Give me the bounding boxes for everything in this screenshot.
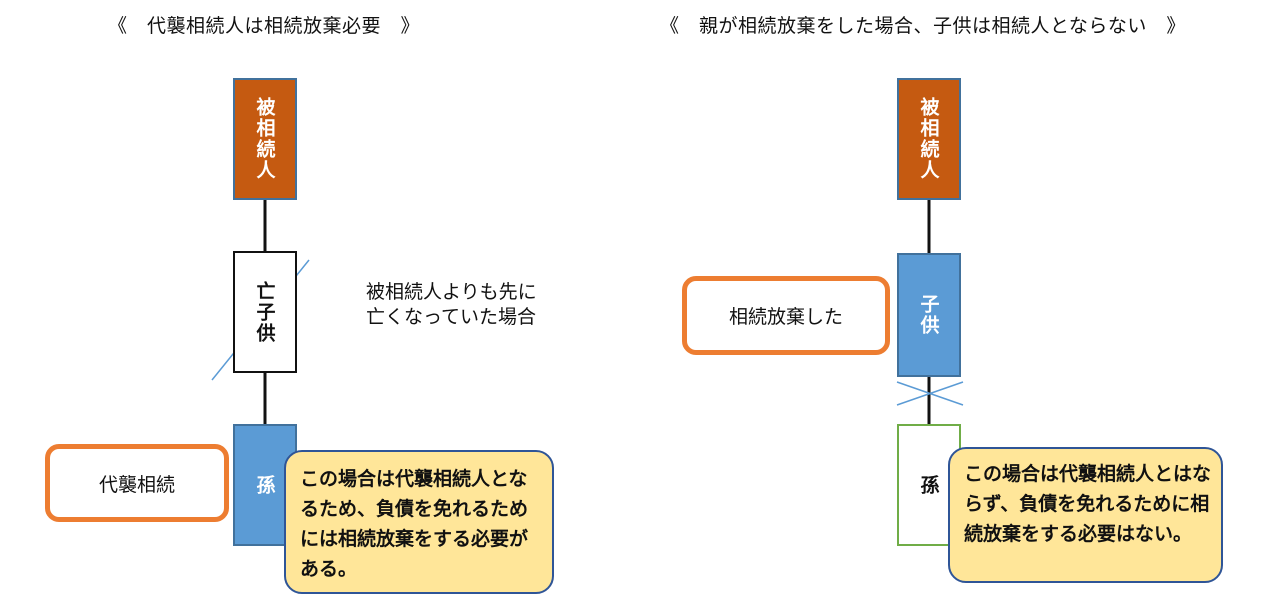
right-grandchild-label: 孫 bbox=[917, 474, 940, 496]
right-decedent-label: 被相続人 bbox=[917, 97, 940, 181]
left-daishu-label-box: 代襲相続 bbox=[45, 444, 229, 522]
left-grandchild-label: 孫 bbox=[253, 474, 276, 496]
left-note: この場合は代襲相続人となるため、負債を免れるためには相続放棄をする必要がある。 bbox=[284, 450, 554, 594]
left-decedent-box: 被相続人 bbox=[233, 78, 297, 200]
right-renounced-label-box: 相続放棄した bbox=[682, 276, 890, 355]
right-note: この場合は代襲相続人とはならず、負債を免れるために相続放棄をする必要はない。 bbox=[948, 447, 1223, 583]
left-daishu-label: 代襲相続 bbox=[98, 473, 175, 496]
left-deceased-note: 被相続人よりも先に 亡くなっていた場合 bbox=[366, 281, 537, 328]
right-title: 《 親が相続放棄をした場合、子供は相続人とならない 》 bbox=[660, 15, 1186, 37]
left-deceased-child-label: 亡子供 bbox=[253, 280, 276, 344]
left-title: 《 代襲相続人は相続放棄必要 》 bbox=[108, 15, 421, 37]
right-cross-line-b bbox=[896, 381, 964, 406]
right-child-box: 子供 bbox=[897, 253, 961, 377]
right-decedent-box: 被相続人 bbox=[897, 78, 961, 200]
right-child-label: 子供 bbox=[917, 294, 940, 336]
right-renounced-label: 相続放棄した bbox=[728, 306, 843, 328]
left-deceased-child-box: 亡子供 bbox=[233, 251, 297, 373]
left-decedent-label: 被相続人 bbox=[253, 97, 276, 181]
